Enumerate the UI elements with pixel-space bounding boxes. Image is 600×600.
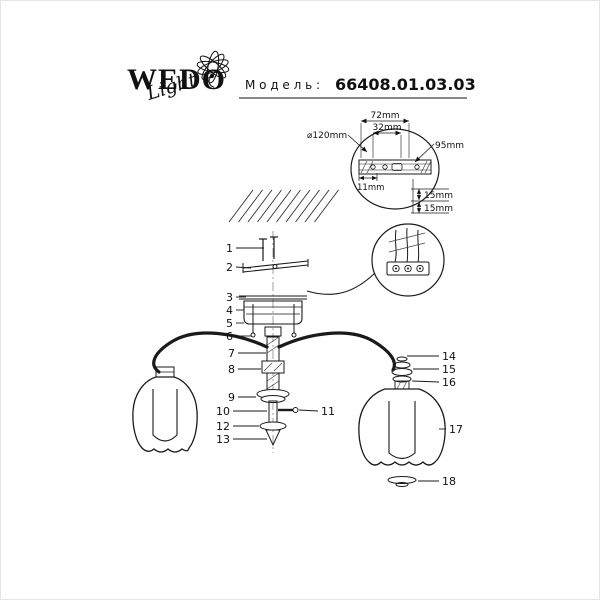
part-label-16: 16 xyxy=(442,376,456,389)
left-shade-inner xyxy=(152,389,178,442)
terminal-block xyxy=(386,261,430,276)
part-label-2: 2 xyxy=(226,261,233,274)
left-shade-body xyxy=(132,376,198,453)
part-label-14: 14 xyxy=(442,350,456,363)
right-arm xyxy=(277,331,396,372)
dim-72 xyxy=(360,118,410,158)
dim-15-stack xyxy=(411,179,449,214)
dim-72mm-label: 72mm xyxy=(371,111,400,121)
mount-plate xyxy=(358,159,432,175)
part-labels: 1 2 3 4 5 6 7 8 9 10 11 12 13 14 15 16 1… xyxy=(216,242,463,488)
dim-32 xyxy=(372,130,402,158)
bottom-disc xyxy=(259,421,287,431)
part-label-10: 10 xyxy=(216,405,230,418)
right-socket xyxy=(391,356,413,390)
right-shade-body xyxy=(358,388,446,466)
wire-leader-curve xyxy=(306,272,376,295)
dim-120-leader xyxy=(347,134,368,153)
wire-hatch xyxy=(388,232,426,253)
ceiling-hatch xyxy=(228,189,339,223)
dim-15mm-lower-label: 15mm xyxy=(424,204,453,214)
dim-120mm-label: ⌀120mm xyxy=(307,131,347,141)
part-label-9: 9 xyxy=(228,391,235,404)
right-shade xyxy=(358,356,446,487)
canopy xyxy=(243,300,303,325)
part-label-8: 8 xyxy=(228,363,235,376)
ceiling-trim xyxy=(239,295,307,300)
part-label-11: 11 xyxy=(321,405,335,418)
left-shade xyxy=(132,366,198,453)
plate-hatch xyxy=(360,160,432,174)
model-value: 66408.01.03.03 xyxy=(335,75,476,94)
dim-11 xyxy=(358,173,378,181)
header: WEDO Light М о д е л ь : 66408.01.03.03 xyxy=(127,50,476,105)
canopy-screws xyxy=(250,304,297,338)
side-screw xyxy=(278,407,299,413)
fixture-assembly xyxy=(152,231,396,453)
rod-coupler xyxy=(261,360,285,374)
detail-circle-wiring xyxy=(371,223,445,297)
arm-hub xyxy=(256,389,290,403)
mounting-screws xyxy=(259,236,278,261)
part-label-17: 17 xyxy=(449,423,463,436)
part-label-1: 1 xyxy=(226,242,233,255)
brand-logo-text: WEDO xyxy=(127,63,226,96)
detail-circle-top xyxy=(350,128,440,210)
dim-95-leader xyxy=(414,143,435,163)
part-label-3: 3 xyxy=(226,291,233,304)
right-shade-inner xyxy=(388,401,416,460)
left-arm xyxy=(152,331,269,374)
part-label-6: 6 xyxy=(226,330,233,343)
part-label-18: 18 xyxy=(442,475,456,488)
finial xyxy=(265,429,281,447)
bottom-knob xyxy=(387,476,417,487)
part-label-5: 5 xyxy=(226,317,233,330)
mounting-bracket xyxy=(242,259,309,273)
callouts xyxy=(233,247,446,482)
dim-95mm-label: 95mm xyxy=(435,141,464,151)
peacock-logo-icon xyxy=(196,50,230,88)
dim-15mm-upper-label: 15mm xyxy=(424,191,453,201)
part-label-7: 7 xyxy=(228,347,235,360)
part-label-12: 12 xyxy=(216,420,230,433)
wiring-detail xyxy=(306,223,445,297)
dim-32mm-label: 32mm xyxy=(373,123,402,133)
part-label-15: 15 xyxy=(442,363,456,376)
hex-nut xyxy=(264,326,282,337)
model-label: М о д е л ь : xyxy=(245,78,320,92)
part-label-4: 4 xyxy=(226,304,233,317)
mount-plate-detail: 72mm 32mm ⌀120mm 95mm 11mm xyxy=(307,111,464,214)
part-label-13: 13 xyxy=(216,433,230,446)
dim-11mm-label: 11mm xyxy=(357,183,384,193)
